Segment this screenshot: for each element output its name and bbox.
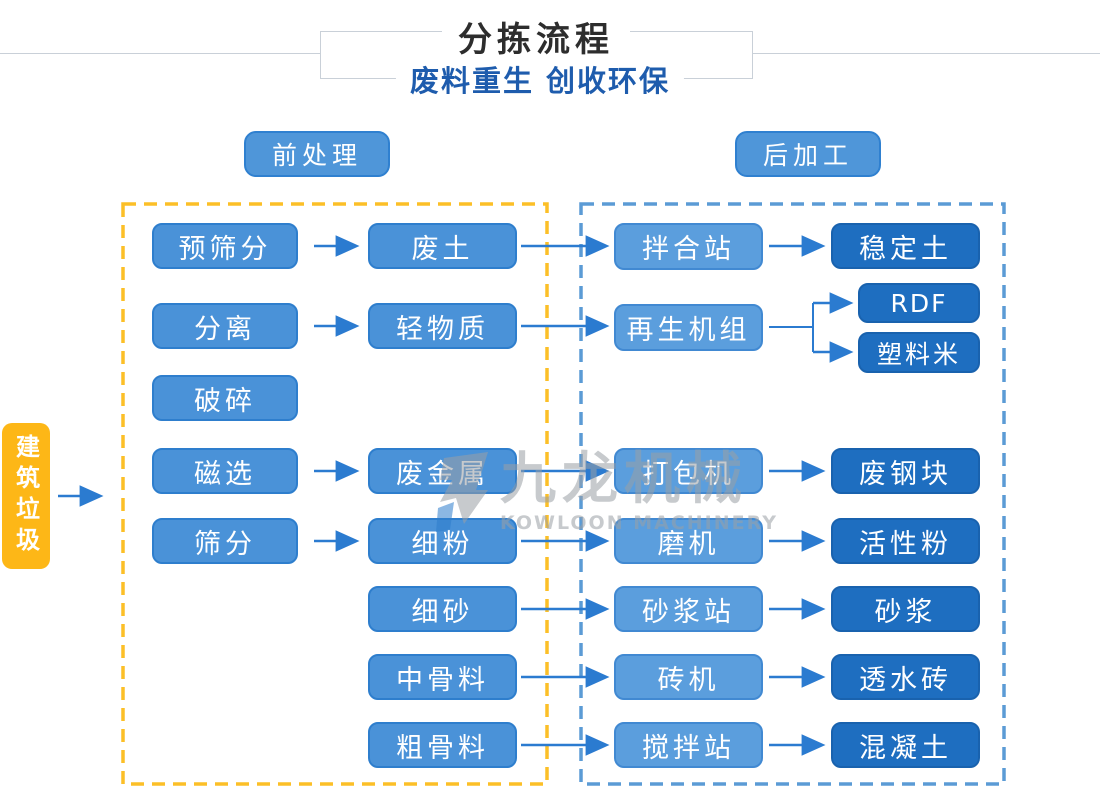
flow-node-regeneration-unit: 再生机组	[614, 304, 763, 351]
flow-node-separation: 分离	[152, 303, 298, 349]
section-label-postprocessing: 后加工	[735, 131, 881, 177]
flow-node-brick-machine: 砖机	[614, 654, 763, 700]
header-line-left	[0, 53, 320, 54]
flow-node-plastic-pellet: 塑料米	[858, 332, 980, 373]
postprocessing-dashed-box	[579, 202, 1006, 786]
flow-node-mixing-station: 拌合站	[614, 223, 763, 270]
source-box-construction-waste: 建筑垃圾	[2, 423, 50, 569]
section-label-pretreatment: 前处理	[244, 131, 390, 177]
flow-node-mortar: 砂浆	[831, 586, 980, 632]
flow-node-medium-aggregate: 中骨料	[368, 654, 517, 700]
flow-node-fine-powder: 细粉	[368, 518, 517, 564]
flow-node-waste-steel: 废钢块	[831, 448, 980, 494]
flow-node-active-powder: 活性粉	[831, 518, 980, 564]
flow-node-stirring-station: 搅拌站	[614, 722, 763, 768]
flow-node-fine-sand: 细砂	[368, 586, 517, 632]
flow-node-mill: 磨机	[614, 518, 763, 564]
flow-node-baler: 打包机	[614, 448, 763, 494]
flow-node-stabilized-soil: 稳定土	[831, 223, 980, 269]
flow-node-concrete: 混凝土	[831, 722, 980, 768]
flow-node-crushing: 破碎	[152, 375, 298, 421]
flow-node-permeable-brick: 透水砖	[831, 654, 980, 700]
flow-node-waste-metal: 废金属	[368, 448, 517, 494]
flow-node-screening: 筛分	[152, 518, 298, 564]
flow-node-coarse-aggregate: 粗骨料	[368, 722, 517, 768]
page-title: 分拣流程	[442, 12, 630, 61]
flow-node-rdf: RDF	[858, 283, 980, 323]
page-subtitle: 废料重生 创收环保	[395, 58, 685, 100]
source-label: 建筑垃圾	[11, 434, 40, 558]
pretreatment-dashed-box	[121, 202, 549, 786]
flow-node-pre-screening: 预筛分	[152, 223, 298, 269]
flow-node-waste-soil: 废土	[368, 223, 517, 269]
flow-node-magnetic-separation: 磁选	[152, 448, 298, 494]
header-line-right	[753, 53, 1100, 54]
flow-node-mortar-station: 砂浆站	[614, 586, 763, 632]
flow-node-light-material: 轻物质	[368, 303, 517, 349]
